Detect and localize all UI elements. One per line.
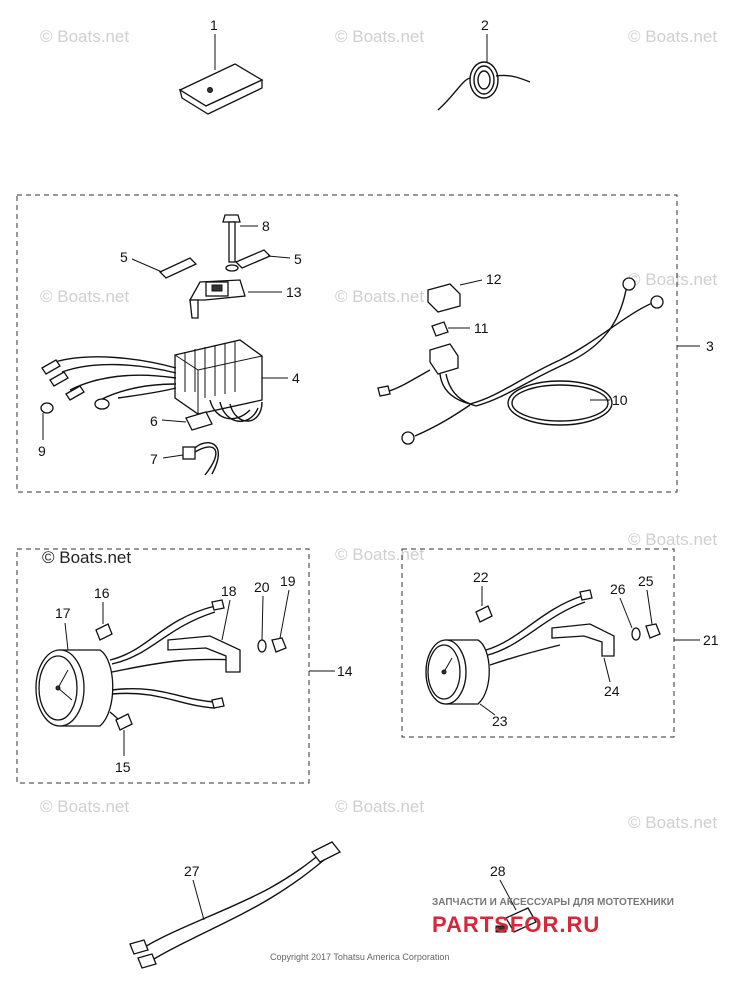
part-25-nut bbox=[645, 589, 661, 639]
kit-3-box bbox=[16, 194, 678, 493]
callout-3: 3 bbox=[706, 338, 714, 354]
part-17-gauge bbox=[35, 622, 114, 727]
watermark: © Boats.net bbox=[40, 27, 129, 46]
part-7-clip bbox=[162, 442, 219, 476]
part-15-bulb bbox=[115, 713, 133, 756]
callout-28: 28 bbox=[490, 863, 506, 879]
callout-17: 17 bbox=[55, 605, 71, 621]
watermark: © Boats.net bbox=[628, 27, 717, 46]
callout-27: 27 bbox=[184, 863, 200, 879]
callout-24: 24 bbox=[604, 683, 620, 699]
callout-14: 14 bbox=[337, 663, 353, 679]
watermark: © Boats.net bbox=[335, 545, 424, 564]
callout-25: 25 bbox=[638, 573, 654, 589]
callout-2: 2 bbox=[481, 17, 489, 33]
callout-20: 20 bbox=[254, 579, 270, 595]
callout-16: 16 bbox=[94, 585, 110, 601]
callout-1: 1 bbox=[210, 17, 218, 33]
callout-10: 10 bbox=[612, 392, 628, 408]
callout-21: 21 bbox=[703, 632, 719, 648]
part-10-harness bbox=[377, 277, 664, 445]
part-9-cap bbox=[40, 402, 54, 440]
part-23-gauge bbox=[425, 589, 593, 716]
part-12-relay bbox=[427, 279, 483, 313]
part-5-strap-right bbox=[234, 249, 291, 269]
callout-11: 11 bbox=[474, 320, 489, 336]
brand-overlay: ЗАПЧАСТИ И АКСЕССУАРЫ ДЛЯ МОТОТЕХНИКИ PA… bbox=[432, 897, 674, 937]
watermark: © Boats.net bbox=[335, 287, 424, 306]
part-6-pad bbox=[161, 411, 213, 431]
part-2-coil bbox=[437, 34, 531, 111]
part-26-washer bbox=[619, 597, 641, 641]
part-5-strap-left bbox=[131, 257, 198, 279]
brand-tagline: ЗАПЧАСТИ И АКСЕССУАРЫ ДЛЯ МОТОТЕХНИКИ bbox=[432, 897, 674, 908]
callout-19: 19 bbox=[280, 573, 296, 589]
part-11-fuse bbox=[431, 321, 470, 337]
part-8-bolt bbox=[222, 214, 258, 272]
callout-18: 18 bbox=[221, 583, 237, 599]
part-24-bracket bbox=[551, 623, 615, 683]
callout-7: 7 bbox=[150, 451, 158, 467]
callout-6: 6 bbox=[150, 413, 158, 429]
callout-15: 15 bbox=[115, 759, 131, 775]
callout-9: 9 bbox=[38, 443, 46, 459]
watermarks: © Boats.net © Boats.net © Boats.net © Bo… bbox=[40, 27, 717, 832]
callout-26: 26 bbox=[610, 581, 626, 597]
callout-23: 23 bbox=[492, 713, 508, 729]
watermark: © Boats.net bbox=[335, 797, 424, 816]
part-20-washer bbox=[257, 595, 267, 653]
watermark: © Boats.net bbox=[42, 548, 131, 567]
callout-13: 13 bbox=[286, 284, 302, 300]
watermark: © Boats.net bbox=[40, 287, 129, 306]
part-28-sensor bbox=[495, 879, 537, 933]
watermark: © Boats.net bbox=[628, 270, 717, 289]
watermark: © Boats.net bbox=[628, 813, 717, 832]
brand-name: PARTSFOR.RU bbox=[432, 912, 600, 937]
callouts: 1 2 3 4 5 5 6 7 8 9 10 11 12 13 14 15 16… bbox=[38, 17, 719, 879]
part-1-pad bbox=[178, 34, 264, 115]
callout-5: 5 bbox=[120, 249, 128, 265]
callout-12: 12 bbox=[486, 271, 502, 287]
callout-4: 4 bbox=[292, 370, 300, 386]
part-27-cable bbox=[129, 841, 342, 969]
copyright-text: Copyright 2017 Tohatsu America Corporati… bbox=[270, 952, 449, 962]
kit-14-box bbox=[16, 548, 310, 784]
part-13-bracket bbox=[188, 279, 282, 319]
part-4-rectifier bbox=[41, 339, 288, 422]
watermark: © Boats.net bbox=[335, 27, 424, 46]
callout-8: 8 bbox=[262, 218, 270, 234]
part-19-nut bbox=[271, 589, 290, 653]
part-22-bulb bbox=[475, 586, 493, 623]
part-16-bulb bbox=[95, 602, 113, 641]
callout-5: 5 bbox=[294, 251, 302, 267]
watermark: © Boats.net bbox=[628, 530, 717, 549]
part-18-bracket bbox=[167, 599, 241, 673]
kit-21-box bbox=[401, 548, 675, 738]
watermark: © Boats.net bbox=[40, 797, 129, 816]
part-14-wires bbox=[109, 599, 241, 727]
callout-22: 22 bbox=[473, 569, 489, 585]
